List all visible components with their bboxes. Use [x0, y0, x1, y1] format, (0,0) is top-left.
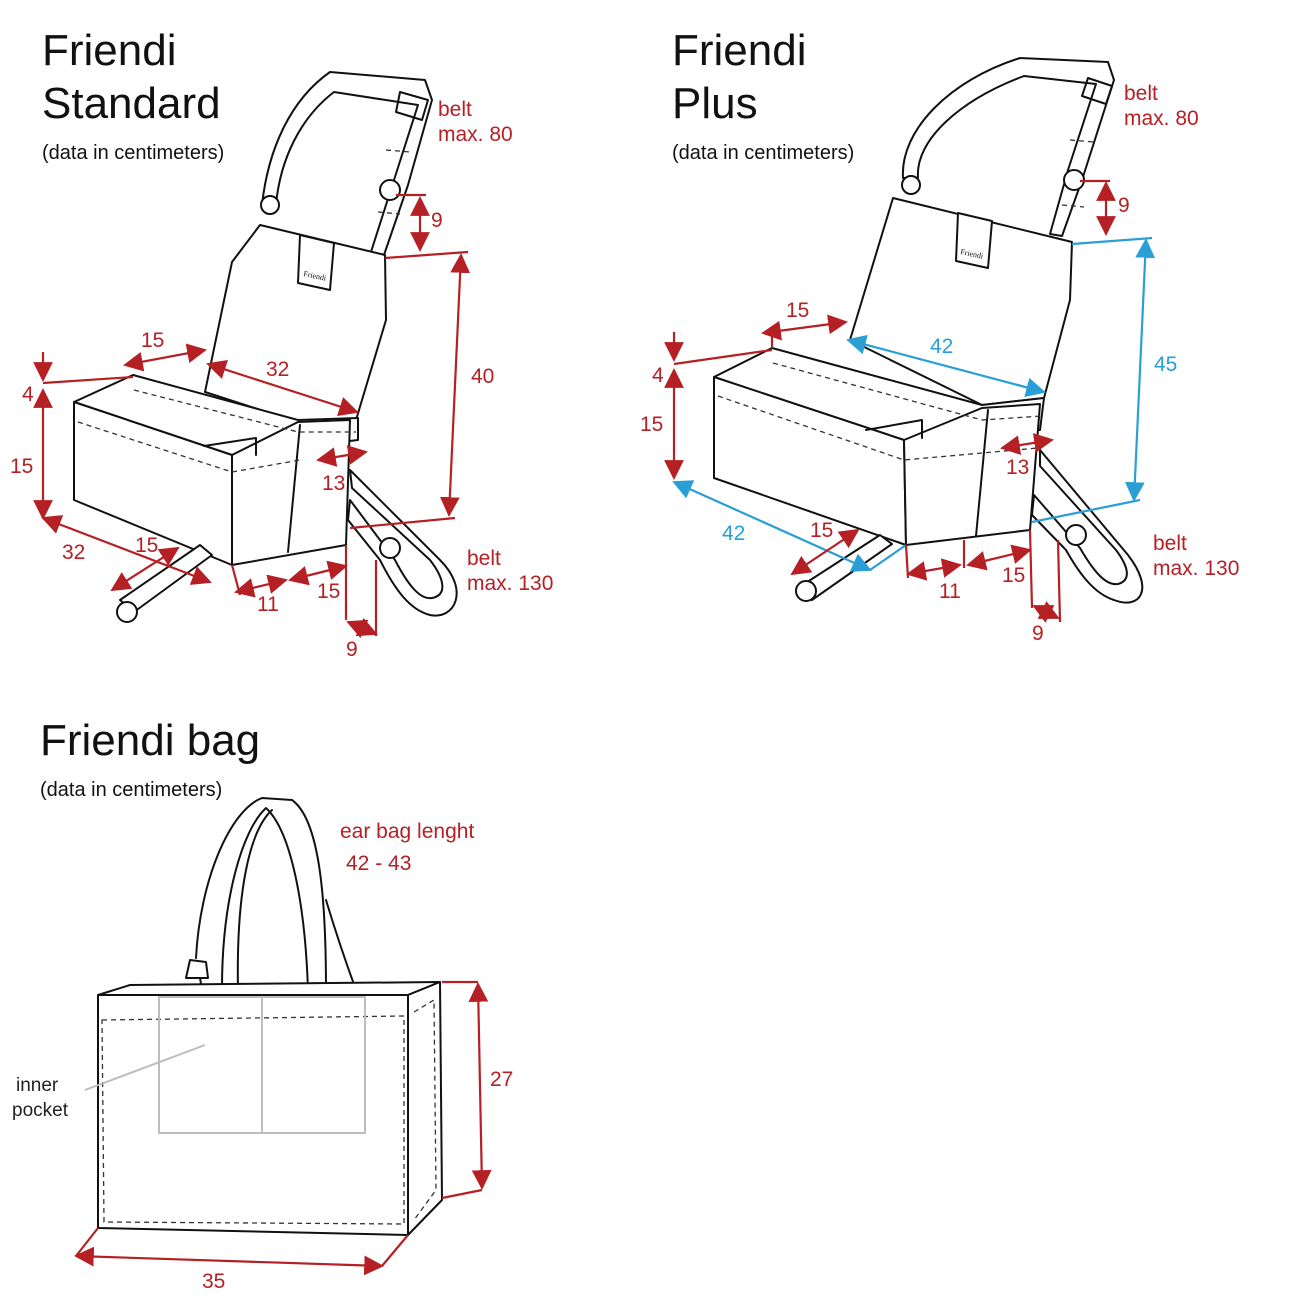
plus-dim-front-width: 42 [722, 522, 745, 545]
standard-belt-bottom-line2: max. 130 [467, 572, 553, 595]
plus-dim-strap-top: 9 [1118, 194, 1130, 217]
standard-subtitle: (data in centimeters) [42, 142, 225, 164]
plus-left-ring [901, 175, 921, 195]
bag-dim-height: 27 [490, 1068, 513, 1091]
standard-bottom-ring [116, 601, 138, 623]
plus-dim-bottom-strap: 9 [1032, 622, 1044, 645]
plus-dim-bottom-b: 15 [1002, 564, 1025, 587]
standard-strap-ring [379, 179, 401, 201]
standard-dim-back-height: 40 [471, 365, 494, 388]
standard-carrier-drawing: Friendi [73, 71, 458, 623]
plus-dim-inner-width: 42 [930, 335, 953, 358]
standard-strap-buckle [395, 91, 429, 121]
plus-title-line2: Plus [672, 79, 758, 128]
plus-dim-pocket: 13 [1006, 456, 1029, 479]
plus-bottom-ring [795, 580, 817, 602]
plus-strap-buckle [1081, 77, 1113, 105]
plus-belt-bottom-line1: belt [1153, 532, 1187, 555]
standard-dim-strap-top: 9 [431, 209, 443, 232]
standard-dim-lip: 4 [22, 383, 34, 406]
standard-belt-top-line2: max. 80 [438, 123, 513, 146]
standard-belt-top-line1: belt [438, 98, 472, 121]
standard-dim-bottom-strap: 9 [346, 638, 358, 661]
bag-handle-label: ear bag lenght [340, 820, 474, 843]
bag-subtitle: (data in centimeters) [40, 779, 223, 801]
standard-dim-side-depth: 15 [135, 534, 158, 557]
bag-front [97, 994, 409, 1236]
plus-subtitle: (data in centimeters) [672, 142, 855, 164]
bag-handle-back [195, 797, 327, 991]
standard-belt-bottom-line1: belt [467, 547, 501, 570]
bag-pocket-label-line2: pocket [12, 1100, 69, 1121]
standard-dimensions [33, 193, 471, 639]
plus-dim-front-height: 15 [640, 413, 663, 436]
standard-bottom-belt [347, 469, 458, 617]
bag-title: Friendi bag [40, 716, 261, 765]
standard-title-line2: Standard [42, 79, 221, 128]
plus-bottom-belt [1031, 449, 1144, 604]
plus-dim-side-top: 15 [786, 299, 809, 322]
bag-drawing [84, 797, 443, 1236]
bag-pocket-label-line1: inner [16, 1075, 59, 1096]
bag-handle-value: 42 - 43 [346, 852, 411, 875]
plus-belt-bottom-line2: max. 130 [1153, 557, 1239, 580]
standard-dim-front-width: 32 [62, 541, 85, 564]
standard-dim-front-height: 15 [10, 455, 33, 478]
standard-left-ring [260, 195, 280, 215]
plus-dim-lip: 4 [652, 364, 664, 387]
bag-side [407, 981, 443, 1236]
bag-dim-width: 35 [202, 1270, 225, 1293]
standard-title-line1: Friendi [42, 26, 177, 75]
plus-belt-top-line1: belt [1124, 82, 1158, 105]
standard-dim-inner-width: 32 [266, 358, 289, 381]
bag-pocket-leader [84, 1044, 206, 1091]
standard-dim-pocket: 13 [322, 472, 345, 495]
plus-title: Friendi Plus [672, 24, 807, 130]
standard-title: Friendi Standard [42, 24, 221, 130]
standard-shoulder-strap [261, 71, 433, 256]
bag-top-rim [97, 981, 441, 996]
plus-logo-tag [955, 212, 993, 269]
plus-belt-buckle [1065, 524, 1087, 546]
plus-belt-top-line2: max. 80 [1124, 107, 1199, 130]
plus-dim-back-height: 45 [1154, 353, 1177, 376]
bag-handle-buckle [185, 959, 209, 979]
plus-dim-bottom-a: 11 [939, 580, 961, 603]
standard-belt-buckle [379, 537, 401, 559]
plus-dimensions [664, 179, 1156, 623]
standard-dim-bottom-a: 11 [257, 593, 279, 616]
plus-shoulder-strap [901, 57, 1115, 237]
plus-dim-side-depth: 15 [810, 519, 833, 542]
standard-dim-side-top: 15 [141, 329, 164, 352]
plus-title-line1: Friendi [672, 26, 807, 75]
bag-dimensions [74, 980, 492, 1276]
standard-dim-bottom-b: 15 [317, 580, 340, 603]
standard-logo-tag [297, 234, 335, 291]
